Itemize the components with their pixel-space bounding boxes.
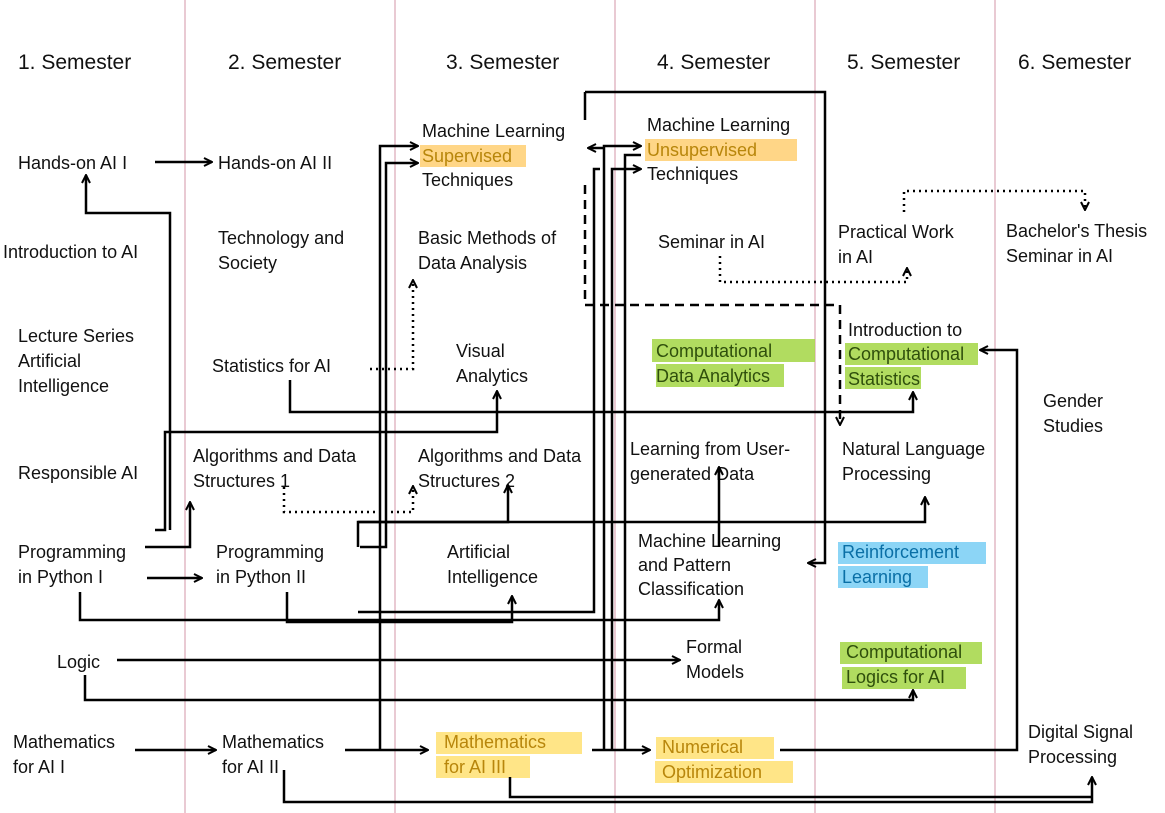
course-tech-society[interactable]: Technology and Society <box>218 228 349 273</box>
arrow-math3-to-dsp <box>508 777 1092 799</box>
course-ml-supervised[interactable]: Machine Learning Supervised Techniques <box>422 121 570 190</box>
course-visual-analytics[interactable]: Visual Analytics <box>456 341 528 386</box>
course-artificial-intelligence[interactable]: Artificial Intelligence <box>447 542 538 587</box>
arrow-algo1-to-algo2 <box>282 486 413 514</box>
course-lecture-series[interactable]: Lecture Series Artificial Intelligence <box>18 326 139 396</box>
highlight-unsupervised <box>645 139 797 161</box>
course-comp-data-analytics[interactable]: Computational Data Analytics <box>656 341 777 386</box>
course-learning-user-data[interactable]: Learning from User- generated Data <box>630 439 795 484</box>
course-labels: Hands-on AI I Introduction to AI Lecture… <box>3 115 1152 782</box>
course-nlp[interactable]: Natural Language Processing <box>842 439 990 484</box>
arrow-prog2-to-ai <box>285 592 512 624</box>
highlight-math-ai-3 <box>436 732 582 754</box>
arrow-logic-to-comp-logics <box>83 675 913 702</box>
arrow-to-ml-unsupervised-b <box>610 169 641 750</box>
semester-2-header: 2. Semester <box>228 51 341 74</box>
arrow-stats-to-basic-methods <box>370 280 413 371</box>
course-programming-python-1[interactable]: Programming in Python I <box>18 542 131 587</box>
arrow-to-hands-on-1 <box>86 175 172 530</box>
semester-3-header: 3. Semester <box>446 51 559 74</box>
highlight-comp-data-analytics <box>652 339 815 362</box>
course-formal-models[interactable]: Formal Models <box>686 637 747 682</box>
course-math-ai-1[interactable]: Mathematics for AI I <box>13 732 120 777</box>
arrow-practical-to-thesis <box>902 189 1085 212</box>
semester-5-header: 5. Semester <box>847 51 960 74</box>
course-gender-studies[interactable]: Gender Studies <box>1043 391 1108 436</box>
course-algo-ds-1[interactable]: Algorithms and Data Structures 1 <box>193 446 361 491</box>
course-ml-pattern[interactable]: Machine Learning and Pattern Classificat… <box>638 531 786 599</box>
semester-1-header: 1. Semester <box>18 51 131 74</box>
arrow-to-visual-analytics <box>155 391 497 532</box>
course-hands-on-ai-2[interactable]: Hands-on AI II <box>218 153 332 173</box>
arrow-prog1-to-ml-pattern <box>78 592 719 622</box>
course-hands-on-ai-1[interactable]: Hands-on AI I <box>18 153 127 173</box>
prerequisite-arrows <box>78 90 1092 804</box>
highlight-numerical <box>656 737 774 759</box>
course-intro-comp-stats[interactable]: Introduction to Computational Statistics <box>848 320 969 389</box>
course-math-ai-2[interactable]: Mathematics for AI II <box>222 732 329 777</box>
highlight-optimization <box>655 761 793 783</box>
course-bachelor-thesis[interactable]: Bachelor's Thesis Seminar in AI <box>1006 221 1152 266</box>
course-comp-logics[interactable]: Computational Logics for AI <box>846 642 967 687</box>
course-basic-methods[interactable]: Basic Methods of Data Analysis <box>418 228 561 273</box>
course-math-ai-3[interactable]: Mathematics for AI III <box>444 732 551 777</box>
course-reinforcement[interactable]: Reinforcement Learning <box>842 542 964 587</box>
highlight-comp-stats <box>845 343 978 365</box>
course-ml-unsupervised[interactable]: Machine Learning Unsupervised Techniques <box>647 115 795 184</box>
course-algo-ds-2[interactable]: Algorithms and Data Structures 2 <box>418 446 586 491</box>
arrow-algo-to-ml-unsupervised <box>358 167 600 614</box>
semester-separators <box>184 0 996 813</box>
arrow-seminar-to-practical <box>718 256 907 284</box>
course-digital-signal[interactable]: Digital Signal Processing <box>1028 722 1138 767</box>
highlight-comp-logics <box>840 642 982 664</box>
course-programming-python-2[interactable]: Programming in Python II <box>216 542 329 587</box>
semester-4-header: 4. Semester <box>657 51 770 74</box>
highlight-supervised <box>420 145 526 167</box>
arrow-stats-to-comp-stats <box>288 380 913 414</box>
arrow-dashed-to-nlp <box>583 185 840 425</box>
arrow-to-ml-unsupervised-a <box>602 146 641 750</box>
arrow-numopt-to-comp-stats <box>780 350 1019 752</box>
arrow-to-nlp <box>358 497 925 524</box>
highlight-comp-logics-b <box>842 667 966 689</box>
highlight-math-ai-3-b <box>436 756 530 778</box>
semester-6-header: 6. Semester <box>1018 51 1131 74</box>
highlight-comp-data-analytics-b <box>656 364 784 387</box>
course-seminar-ai[interactable]: Seminar in AI <box>658 232 765 252</box>
highlight-learning <box>838 566 928 588</box>
semester-headers: 1. Semester 2. Semester 3. Semester 4. S… <box>18 51 1131 74</box>
course-logic[interactable]: Logic <box>57 652 100 672</box>
highlight-comp-stats-b <box>845 367 921 389</box>
arrow-math2-to-dsp <box>282 770 1092 804</box>
course-intro-ai[interactable]: Introduction to AI <box>3 242 138 262</box>
arrow-to-ml-supervised-right <box>585 90 827 563</box>
course-practical-work[interactable]: Practical Work in AI <box>838 222 959 267</box>
highlights <box>420 139 986 783</box>
course-numerical-opt[interactable]: Numerical Optimization <box>662 737 762 782</box>
highlight-reinforcement <box>838 542 986 564</box>
arrow-prog2-to-ml-supervised <box>360 163 418 549</box>
arrow-math2-to-ml-supervised <box>378 146 418 750</box>
arrow-to-ml-unsupervised-c <box>623 153 641 750</box>
course-responsible-ai[interactable]: Responsible AI <box>18 463 138 483</box>
course-stats-ai[interactable]: Statistics for AI <box>212 356 331 376</box>
arrow-to-algo-ds-1 <box>145 502 190 549</box>
